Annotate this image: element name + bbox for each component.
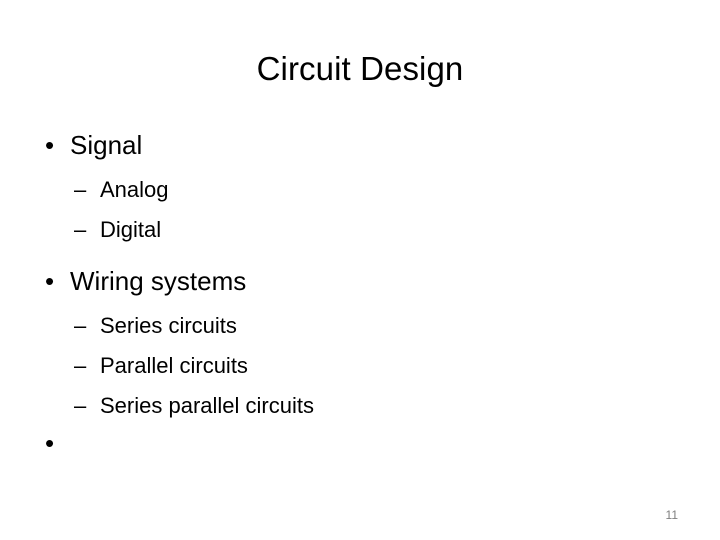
spacer [0,162,720,170]
list-item-label: Wiring systems [70,266,247,296]
bullet-icon: • [45,428,55,458]
bullet-icon: • [45,130,55,160]
dash-icon: – [74,313,87,338]
dash-icon: – [74,393,87,418]
list-item-label: Series parallel circuits [100,393,314,418]
list-item-label: Parallel circuits [100,353,248,378]
slide-body: • Signal – Analog – Digital • Wiring sys… [0,128,720,460]
spacer [0,250,720,264]
list-item-label: Digital [100,217,162,242]
dash-icon: – [74,177,87,202]
page-number: 11 [665,508,678,522]
list-item: – Analog [0,170,720,210]
dash-icon: – [74,217,87,242]
list-item: • Wiring systems [0,264,720,298]
list-item-label: Signal [70,130,143,160]
bullet-icon: • [45,266,55,296]
list-item-empty: • [0,426,720,460]
page-title: Circuit Design [256,50,464,87]
list-item: – Series parallel circuits [0,386,720,426]
list-item: – Series circuits [0,306,720,346]
spacer [0,298,720,306]
outline-list: • Signal – Analog – Digital • Wiring sys… [0,128,720,460]
list-item-label: Analog [100,177,169,202]
list-item-label: Series circuits [100,313,237,338]
dash-icon: – [74,353,87,378]
list-item: – Digital [0,210,720,250]
list-item: – Parallel circuits [0,346,720,386]
list-item: • Signal [0,128,720,162]
